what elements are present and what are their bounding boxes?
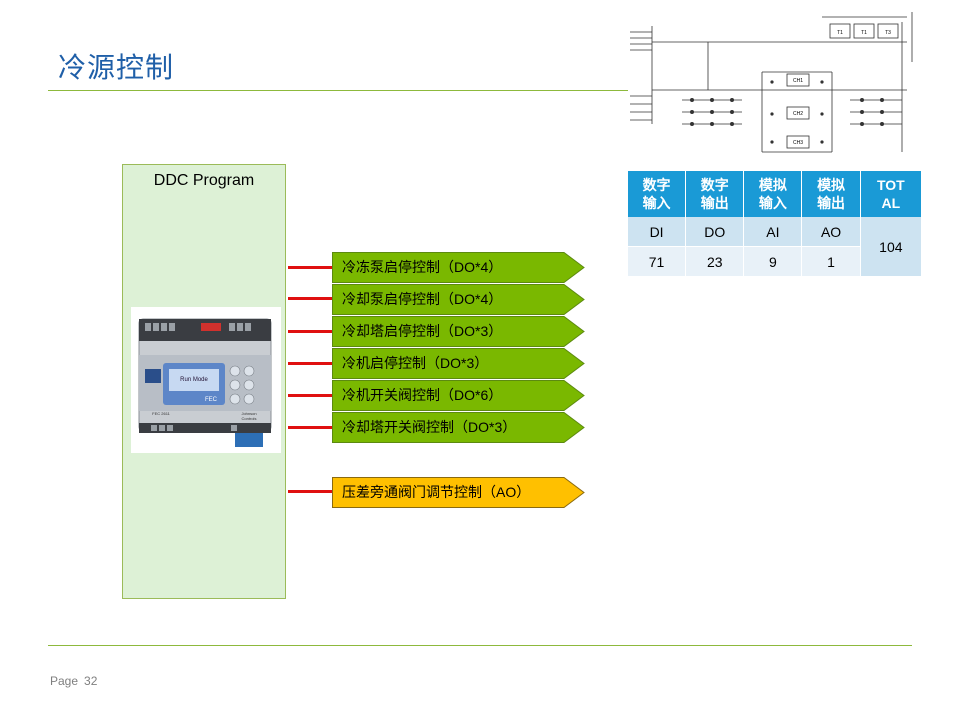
ddc-program-label: DDC Program: [153, 172, 255, 189]
device-model-text: FEC 2611: [152, 411, 170, 416]
slide-title: 冷源控制: [58, 51, 175, 84]
connector-line: [288, 297, 334, 300]
chilled-water-schematic: CH1 CH2 CH3 T1 T1 T3: [630, 12, 913, 153]
count-cell: 1: [801, 246, 861, 277]
controller-device-image: Run Mode FEC Johnson Controls FEC 2611: [131, 307, 281, 453]
device-maker-text: Controls: [242, 416, 257, 421]
chiller-label: CH3: [793, 140, 803, 146]
connector-line: [288, 490, 334, 493]
device-brand-text: FEC: [205, 397, 218, 403]
tower-label: T3: [885, 30, 891, 36]
header-cell: 模拟输出: [801, 171, 861, 217]
total-cell: 104: [860, 217, 921, 277]
chiller-label: CH1: [793, 78, 803, 84]
page-footer: Page 32: [50, 674, 103, 688]
page-label: Page: [50, 674, 79, 688]
count-cell: 9: [743, 246, 803, 277]
count-cell: 71: [628, 246, 687, 277]
connector-line: [288, 330, 334, 333]
chiller-label: CH2: [793, 111, 803, 117]
connector-line: [288, 266, 334, 269]
type-cell: AI: [743, 217, 803, 247]
output-arrow-label: 冷机启停控制（DO*3）: [342, 355, 489, 371]
connector-line: [288, 426, 334, 429]
count-cell: 23: [685, 246, 745, 277]
tower-label: T1: [861, 30, 867, 36]
title-divider: [48, 90, 628, 91]
type-cell: AO: [801, 217, 861, 247]
header-cell: 数字输出: [685, 171, 745, 217]
output-arrow-label: 冷机开关阀控制（DO*6）: [342, 387, 503, 403]
output-arrow-label: 冷却泵启停控制（DO*4）: [342, 291, 503, 307]
type-cell: DI: [628, 217, 687, 247]
output-arrow-label: 压差旁通阀门调节控制（AO）: [342, 484, 531, 500]
footer-divider: [48, 645, 912, 646]
output-arrow-label: 冷却塔启停控制（DO*3）: [342, 323, 503, 339]
output-arrow-label: 冷却塔开关阀控制（DO*3）: [342, 419, 517, 435]
connector-line: [288, 394, 334, 397]
output-arrow-label: 冷冻泵启停控制（DO*4）: [342, 259, 503, 275]
device-maker-text: Johnson: [241, 411, 256, 416]
table-row: 71 23 9 1: [628, 246, 921, 277]
header-cell: 数字输入: [628, 171, 687, 217]
connector-line: [288, 362, 334, 365]
table-row: DI DO AI AO 104: [628, 217, 921, 277]
device-screen-text: Run Mode: [180, 377, 208, 383]
header-cell: 模拟输入: [743, 171, 803, 217]
tower-label: T1: [837, 30, 843, 36]
type-cell: DO: [685, 217, 745, 247]
page-number: 32: [84, 674, 98, 688]
